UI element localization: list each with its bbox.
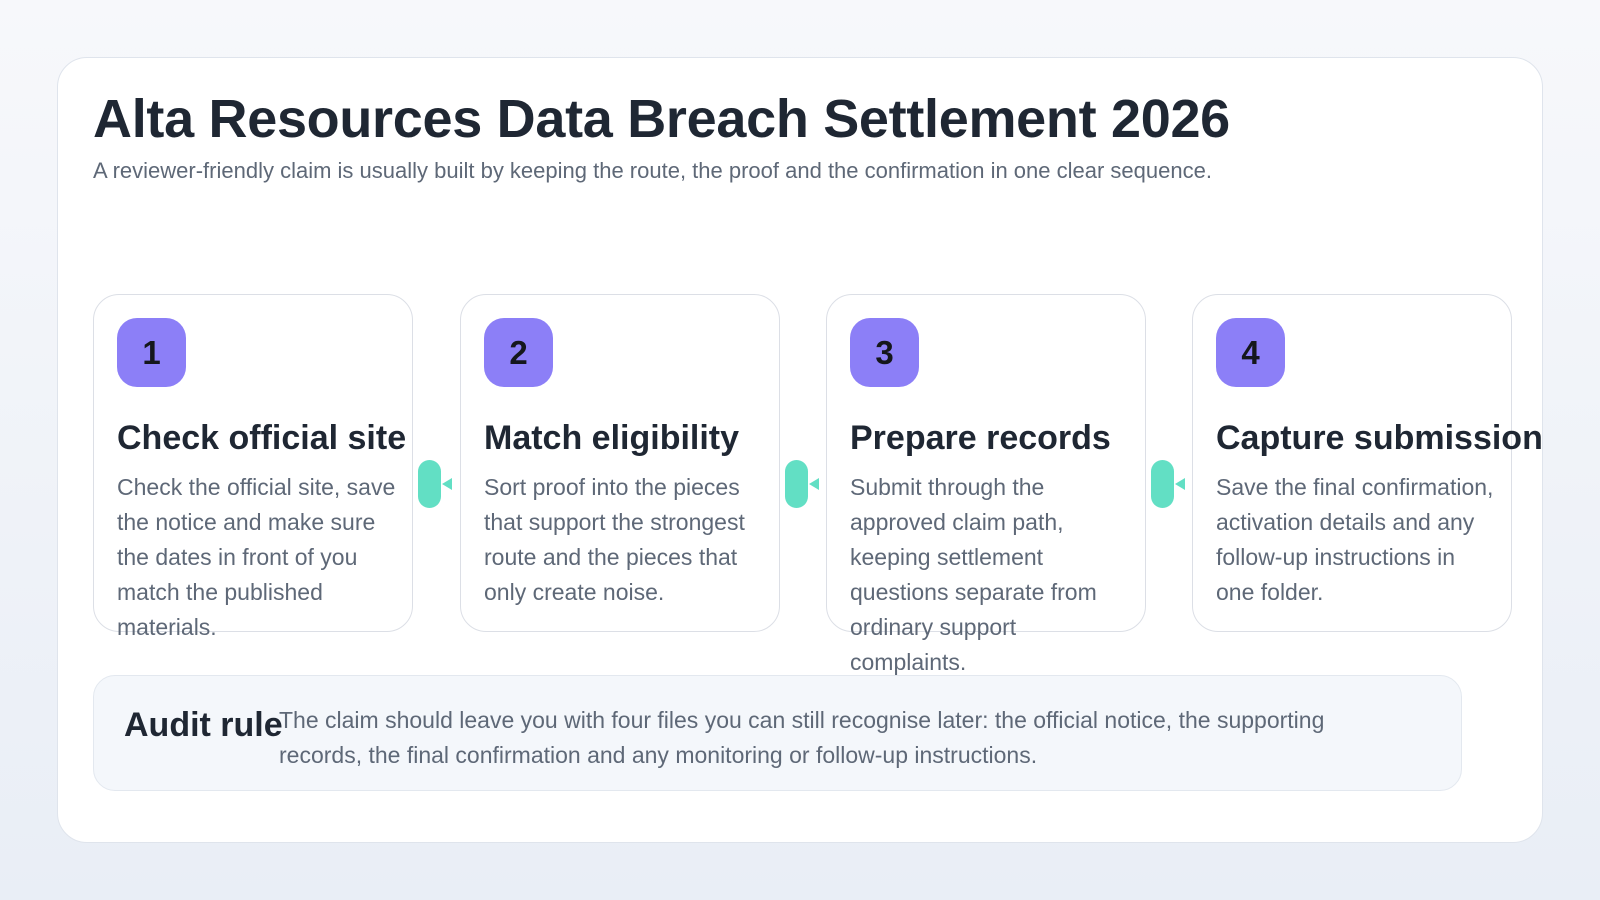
step-number-badge: 2 [484,318,553,387]
step-number-badge: 4 [1216,318,1285,387]
step-connector-arrow-icon [418,460,454,508]
step-connector-arrow-icon [785,460,821,508]
settlement-panel: Alta Resources Data Breach Settlement 20… [57,57,1543,843]
step-description: Save the final confirmation, activation … [1216,474,1494,605]
step-number-badge: 1 [117,318,186,387]
step-number-badge: 3 [850,318,919,387]
step-title: Check official site [117,419,407,457]
audit-rule-label: Audit rule [124,706,283,744]
step-connector-arrow-icon [1151,460,1187,508]
step-title: Prepare records [850,419,1111,457]
step-title: Match eligibility [484,419,740,457]
step-card-2: 2 Match eligibility Sort proof into the … [460,294,780,632]
page-subtitle: A reviewer-friendly claim is usually bui… [93,158,1212,183]
step-description: Sort proof into the pieces that support … [484,474,745,605]
step-card-4: 4 Capture submission Save the final conf… [1192,294,1543,632]
step-card-3: 3 Prepare records Submit through the app… [826,294,1146,675]
audit-rule-box: Audit rule The claim should leave you wi… [93,675,1462,791]
step-card-1: 1 Check official site Check the official… [93,294,413,640]
page-title: Alta Resources Data Breach Settlement 20… [93,89,1230,149]
audit-rule-text: The claim should leave you with four fil… [279,707,1325,768]
step-description: Check the official site, save the notice… [117,474,396,640]
step-description: Submit through the approved claim path, … [850,474,1097,675]
step-title: Capture submission [1216,419,1543,457]
